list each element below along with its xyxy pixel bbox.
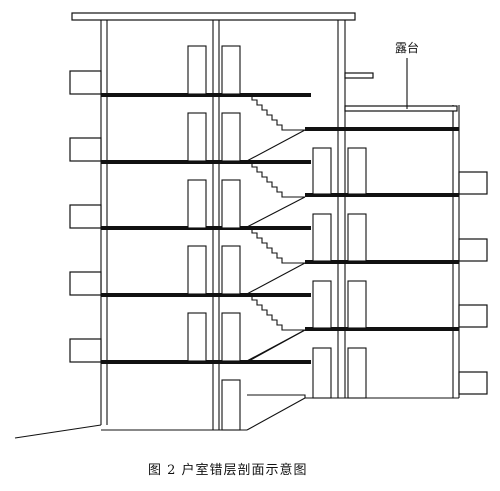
left-balconies [69, 70, 102, 363]
right-block-doors [312, 147, 367, 399]
central-partition-wall [212, 20, 220, 430]
terrace [344, 72, 458, 127]
right-block-wall [337, 20, 346, 398]
left-exterior-wall [100, 20, 108, 425]
left-block-doors [187, 45, 241, 431]
terrace-label: 露台 [395, 40, 419, 55]
right-balconies [458, 171, 488, 395]
figure-caption: 图 2 户室错层剖面示意图 [148, 462, 308, 478]
right-exterior-wall [452, 105, 460, 398]
ground-line [14, 397, 459, 439]
right-floor-slabs [305, 127, 459, 331]
roof-parapet [71, 12, 356, 21]
stair-flights [244, 94, 306, 431]
